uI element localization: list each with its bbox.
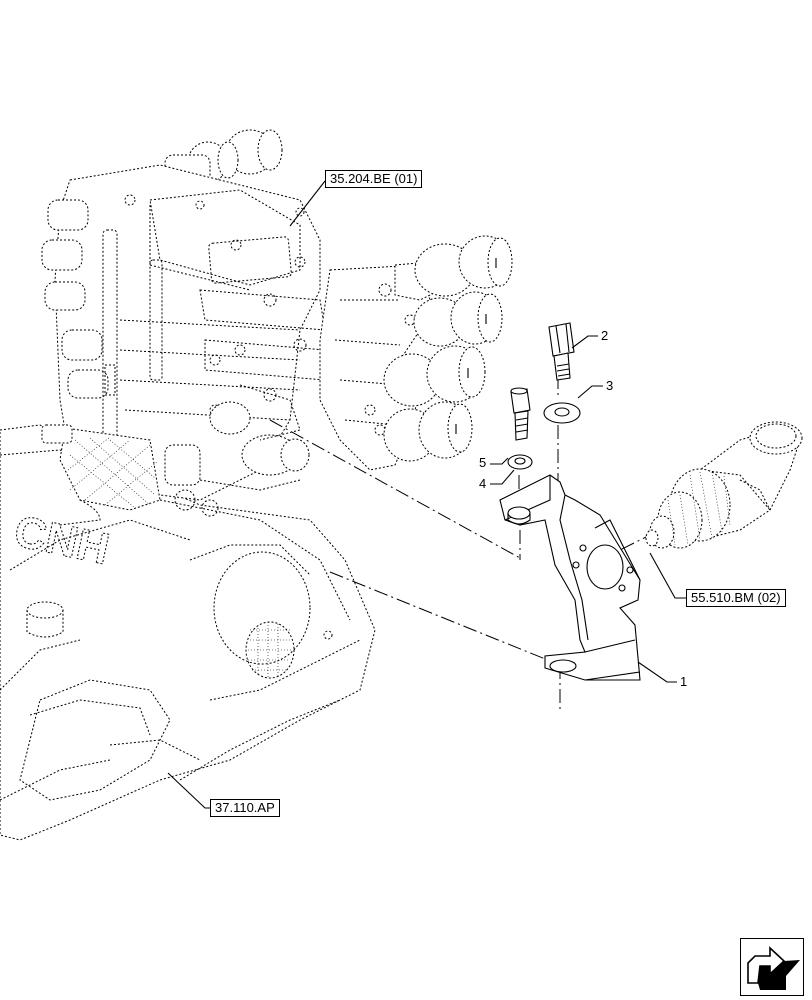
valve-section-solenoids	[319, 235, 513, 471]
reference-sensor[interactable]: 55.510.BM (02)	[686, 589, 786, 607]
arrow-icon	[747, 946, 800, 990]
leader-lines	[167, 180, 686, 809]
mounting-bracket	[499, 474, 641, 681]
callout-item-3: 3	[606, 378, 614, 393]
flat-washer	[543, 402, 581, 424]
socket-head-screw	[510, 387, 531, 441]
reference-valve-block[interactable]: 35.204.BE (01)	[325, 170, 423, 188]
callout-item-2: 2	[601, 328, 609, 343]
valve-block-assembly	[41, 129, 326, 517]
callout-item-4: 4	[479, 476, 487, 491]
reference-cover[interactable]: 37.110.AP	[210, 799, 280, 817]
speed-sensor	[645, 421, 803, 549]
callout-item-1: 1	[680, 674, 688, 689]
callout-item-5: 5	[479, 455, 487, 470]
lock-washer	[507, 454, 533, 470]
transmission-housing: CNH	[0, 424, 376, 841]
hex-bolt	[548, 322, 575, 381]
